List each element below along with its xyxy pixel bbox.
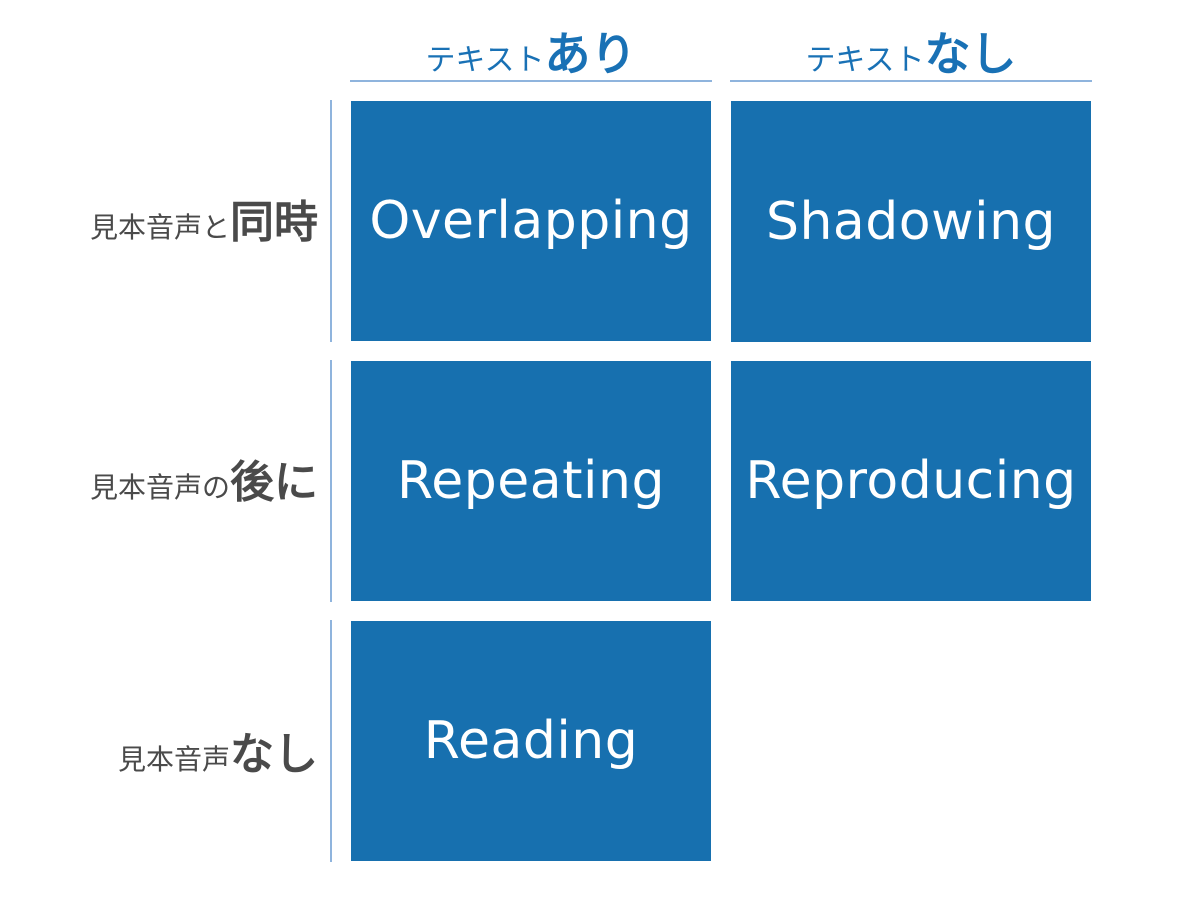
row-header-no-audio: 見本音声なし xyxy=(20,718,318,780)
cell-label: Shadowing xyxy=(765,191,1057,252)
row-header-prefix: 見本音声と xyxy=(89,211,230,244)
cell-reading: Reading xyxy=(351,621,711,861)
column-header-emphasis: なし xyxy=(924,27,1017,81)
cell-label: Repeating xyxy=(397,451,665,511)
row-divider-line xyxy=(330,100,332,342)
row-header-simultaneous: 見本音声と同時 xyxy=(20,186,318,248)
row-header-emphasis: なし xyxy=(230,729,318,780)
row-divider-line xyxy=(330,360,332,602)
column-header-emphasis: あり xyxy=(544,27,637,81)
cell-label: Overlapping xyxy=(369,191,693,251)
cell-overlapping: Overlapping xyxy=(351,101,711,341)
cell-label: Reading xyxy=(423,711,639,771)
row-divider-line xyxy=(330,620,332,862)
column-header-without-text: テキストなし xyxy=(730,18,1092,82)
row-header-emphasis: 同時 xyxy=(230,197,318,248)
cell-label: Reproducing xyxy=(745,451,1077,511)
cell-repeating: Repeating xyxy=(351,361,711,601)
row-header-emphasis: 後に xyxy=(230,457,318,508)
column-header-with-text: テキストあり xyxy=(350,18,712,82)
row-header-prefix: 見本音声 xyxy=(117,743,230,776)
row-header-after: 見本音声の後に xyxy=(20,446,318,508)
cell-shadowing: Shadowing xyxy=(731,101,1091,342)
cell-reproducing: Reproducing xyxy=(731,361,1091,601)
row-header-prefix: 見本音声の xyxy=(89,471,230,504)
column-header-prefix: テキスト xyxy=(805,43,925,78)
column-header-prefix: テキスト xyxy=(425,43,545,78)
